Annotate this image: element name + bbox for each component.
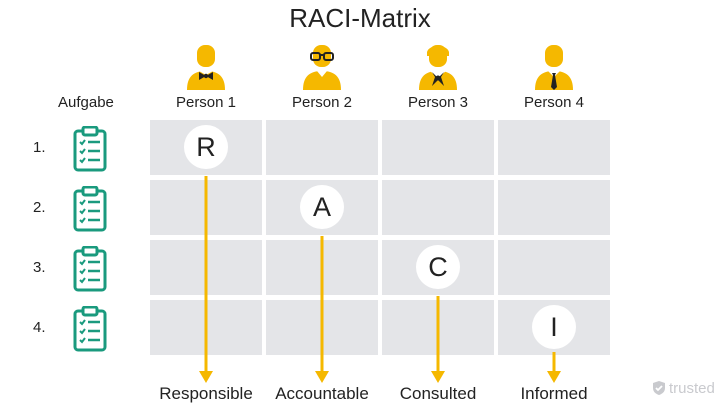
grid-cell	[266, 120, 378, 175]
arrow-informed	[547, 352, 561, 383]
person-3-label: Person 3	[407, 94, 469, 111]
arrow-accountable	[315, 236, 329, 383]
role-label-informed: Informed	[520, 384, 588, 403]
grid-cell	[382, 180, 494, 235]
person-1-header: Person 1	[148, 44, 264, 111]
grid-cell	[498, 240, 610, 295]
role-label-responsible: Responsible	[159, 384, 253, 403]
task-number-1: 1.	[33, 139, 46, 156]
raci-circle-c: C	[416, 245, 460, 289]
task-column-label: Aufgabe	[58, 94, 114, 111]
watermark: trusted	[652, 380, 715, 397]
arrow-responsible	[199, 176, 213, 383]
role-label-consulted: Consulted	[399, 384, 477, 403]
arrow-consulted	[431, 296, 445, 383]
shield-check-icon	[653, 381, 665, 395]
person-glasses-icon	[303, 45, 341, 90]
role-label-accountable: Accountable	[275, 384, 369, 403]
clipboard-checklist-icon	[73, 246, 107, 292]
person-4-header: Person 4	[496, 44, 612, 111]
raci-circle-r: R	[184, 125, 228, 169]
task-number-3: 3.	[33, 259, 46, 276]
person-1-label: Person 1	[175, 94, 237, 111]
person-4-label: Person 4	[523, 94, 585, 111]
grid-cell	[498, 120, 610, 175]
clipboard-checklist-icon	[73, 126, 107, 172]
grid-cell	[498, 180, 610, 235]
clipboard-checklist-icon	[73, 186, 107, 232]
diagram-title: RACI-Matrix	[289, 3, 431, 33]
clipboard-checklist-icon	[73, 306, 107, 352]
raci-circle-a: A	[300, 185, 344, 229]
person-bowtie-icon	[187, 45, 225, 90]
task-number-4: 4.	[33, 319, 46, 336]
person-tie-icon	[535, 45, 573, 90]
grid-cell	[382, 120, 494, 175]
task-number-2: 2.	[33, 199, 46, 216]
person-2-header: Person 2	[264, 44, 380, 111]
watermark-text: trusted	[669, 380, 715, 397]
person-scarf-icon	[419, 45, 457, 90]
person-2-label: Person 2	[291, 94, 353, 111]
person-3-header: Person 3	[380, 44, 496, 111]
raci-circle-i: I	[532, 305, 576, 349]
